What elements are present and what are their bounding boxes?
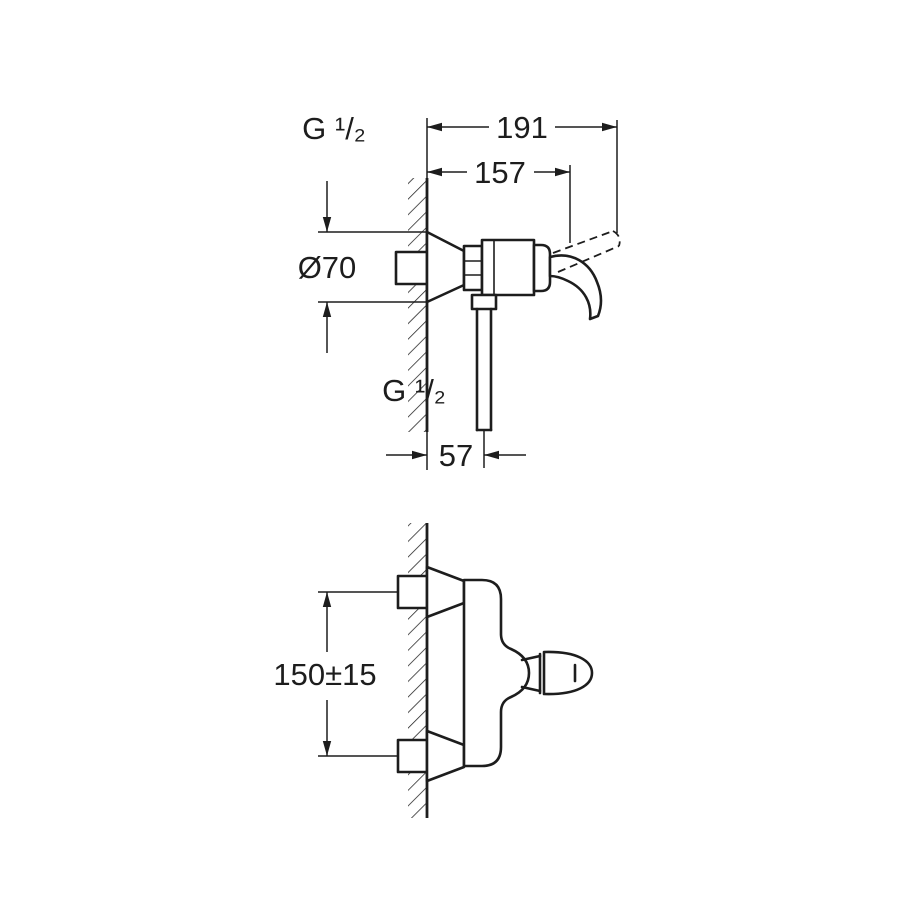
dim-arrow-left — [427, 122, 442, 132]
side-view: 191 157 G ¹/₂ Ø70 G ¹/₂ — [298, 107, 621, 473]
inlet-union-fitting — [394, 250, 429, 286]
lever-raised-outline — [557, 245, 620, 273]
dimension-escutcheon-diameter: Ø70 — [298, 181, 427, 353]
mixer-body-front — [462, 578, 531, 768]
dim-label-inlet-spacing: 150±15 — [273, 657, 376, 692]
dim-label-outlet-offset: 57 — [439, 438, 473, 473]
union-nut — [462, 244, 484, 292]
handle-knob — [542, 650, 594, 696]
dim-arrow-up — [322, 592, 332, 607]
escutcheon-bottom — [425, 729, 466, 783]
dimension-inlet-spacing: 150±15 — [273, 591, 398, 757]
dim-arrow-left — [484, 450, 499, 460]
dimension-total-depth: 191 — [427, 107, 618, 233]
dim-arrow-down — [322, 217, 332, 232]
dim-arrow-down — [322, 741, 332, 756]
dimension-outlet-offset: 57 — [386, 438, 526, 473]
dim-label-total-depth: 191 — [496, 110, 548, 145]
handle-neck — [520, 685, 542, 693]
cartridge-cap — [532, 243, 552, 293]
inlet-union-top — [396, 574, 429, 610]
dim-label-escutcheon-diameter: Ø70 — [298, 250, 357, 285]
inlet-union-bottom — [396, 738, 429, 774]
wall-hatching — [408, 178, 427, 432]
dim-label-inlet-thread: G ¹/₂ — [302, 111, 366, 146]
dim-arrow-up — [322, 302, 332, 317]
dim-label-body-depth: 157 — [474, 155, 526, 190]
handle-neck — [520, 654, 542, 662]
lever-raised-outline — [552, 230, 614, 254]
dim-arrow-right — [555, 167, 570, 177]
dimension-body-depth: 157 — [427, 152, 571, 243]
dim-arrow-left — [427, 167, 442, 177]
mixer-body — [480, 238, 536, 297]
dim-label-outlet-thread: G ¹/₂ — [382, 373, 446, 408]
escutcheon-top — [425, 565, 466, 619]
lever-handle — [548, 254, 603, 321]
wall-hatching — [408, 523, 427, 818]
dim-arrow-right — [602, 122, 617, 132]
dim-arrow-right — [412, 450, 427, 460]
lever-raised-tip — [612, 230, 621, 247]
escutcheon-cone — [425, 230, 466, 304]
outlet-connector — [470, 293, 498, 311]
front-view: 150±15 — [273, 523, 594, 818]
